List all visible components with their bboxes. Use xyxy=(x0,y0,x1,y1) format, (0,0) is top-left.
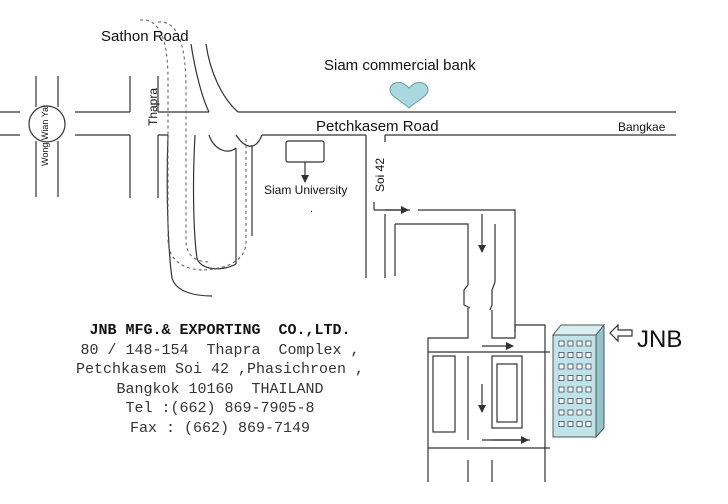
building-window xyxy=(576,409,583,416)
telephone: Tel :(662) 869-7905-8 xyxy=(125,400,315,417)
sathon-road-south-spur xyxy=(235,145,253,264)
wong-wian-yai-north-road xyxy=(35,76,59,107)
expressway-dashed-east xyxy=(157,21,211,263)
building-window xyxy=(585,421,592,427)
block-lane xyxy=(467,356,530,441)
building-window xyxy=(567,375,574,381)
building-window xyxy=(567,409,574,416)
building-window xyxy=(585,363,592,370)
building-window xyxy=(558,363,565,370)
building-window xyxy=(576,386,583,393)
local-street-1 xyxy=(384,209,410,278)
local-street-junction xyxy=(463,281,496,311)
building-window xyxy=(558,421,565,427)
building-window xyxy=(585,340,592,347)
building-window xyxy=(576,398,583,404)
jnb-label: JNB xyxy=(637,326,683,353)
sathon-road-inner-curve xyxy=(208,134,263,152)
heart-marker-icon xyxy=(389,81,429,109)
building-window xyxy=(576,352,583,358)
building-window xyxy=(567,352,574,358)
building-window xyxy=(585,398,592,404)
building-window xyxy=(585,375,592,381)
wong-wian-yai-label: Wong Wian Yai xyxy=(40,104,50,166)
building-window xyxy=(558,340,565,347)
local-street-6 xyxy=(467,460,493,482)
address-line-2: Petchkasem Soi 42 ,Phasichroen , xyxy=(75,361,365,378)
building-window xyxy=(558,375,565,381)
address-line-3: Bangkok 10160 THAILAND xyxy=(116,380,324,398)
sathon-road-north-west-edge xyxy=(190,43,210,113)
sathon-road-west-edge xyxy=(166,134,213,297)
siam-commercial-bank-label: Siam commercial bank xyxy=(324,57,476,74)
sathon-road-label: Sathon Road xyxy=(101,28,189,45)
hollow-arrow-left-icon xyxy=(609,323,633,343)
thapra-road xyxy=(129,76,159,198)
building-window xyxy=(567,386,574,393)
siam-university-marker xyxy=(285,140,325,163)
soi-42-road xyxy=(365,135,386,278)
building-window xyxy=(567,421,574,427)
building-window xyxy=(576,421,583,427)
office-building-icon xyxy=(551,323,606,439)
building-window xyxy=(558,352,565,358)
fax: Fax : (662) 869-7149 xyxy=(129,419,311,437)
wong-wian-yai-south-road xyxy=(35,141,59,197)
address-block: JNB MFG.& EXPORTING CO.,LTD. 80 / 148-15… xyxy=(40,321,400,438)
wong-wian-yai-roundabout xyxy=(28,105,66,143)
sathon-road-north-east-edge xyxy=(205,43,239,113)
siam-university-dot: . xyxy=(310,203,314,215)
building-window xyxy=(576,363,583,370)
block-lane-2 xyxy=(428,351,550,449)
building-window xyxy=(576,340,583,347)
building-window xyxy=(567,398,574,404)
expressway-dashed-west xyxy=(139,19,205,271)
building-window xyxy=(558,386,565,393)
building-window xyxy=(585,386,592,393)
bangkae-label: Bangkae xyxy=(618,120,666,134)
block-middle-inner xyxy=(496,363,518,423)
building-window xyxy=(585,352,592,358)
siam-university-label: Siam University xyxy=(264,183,348,197)
local-street-2 xyxy=(394,223,469,285)
expressway-dashed-loop xyxy=(203,138,247,271)
building-window xyxy=(585,409,592,416)
building-window xyxy=(558,398,565,404)
block-middle-outer xyxy=(491,355,523,429)
thapra-label: Thapra xyxy=(146,87,160,126)
building-window xyxy=(567,340,574,347)
soi-42-label: Soi 42 xyxy=(373,157,387,192)
company-name: JNB MFG.& EXPORTING CO.,LTD. xyxy=(89,322,351,339)
block-left xyxy=(432,355,456,433)
building-window xyxy=(576,375,583,381)
petchkasem-road-label: Petchkasem Road xyxy=(316,118,439,135)
sathon-road-east-edge xyxy=(192,134,237,270)
local-street-3 xyxy=(418,209,516,332)
building-window xyxy=(558,409,565,416)
building-window xyxy=(567,363,574,370)
address-line-1: 80 / 148-154 Thapra Complex , xyxy=(80,341,360,359)
local-street-5 xyxy=(427,308,546,482)
